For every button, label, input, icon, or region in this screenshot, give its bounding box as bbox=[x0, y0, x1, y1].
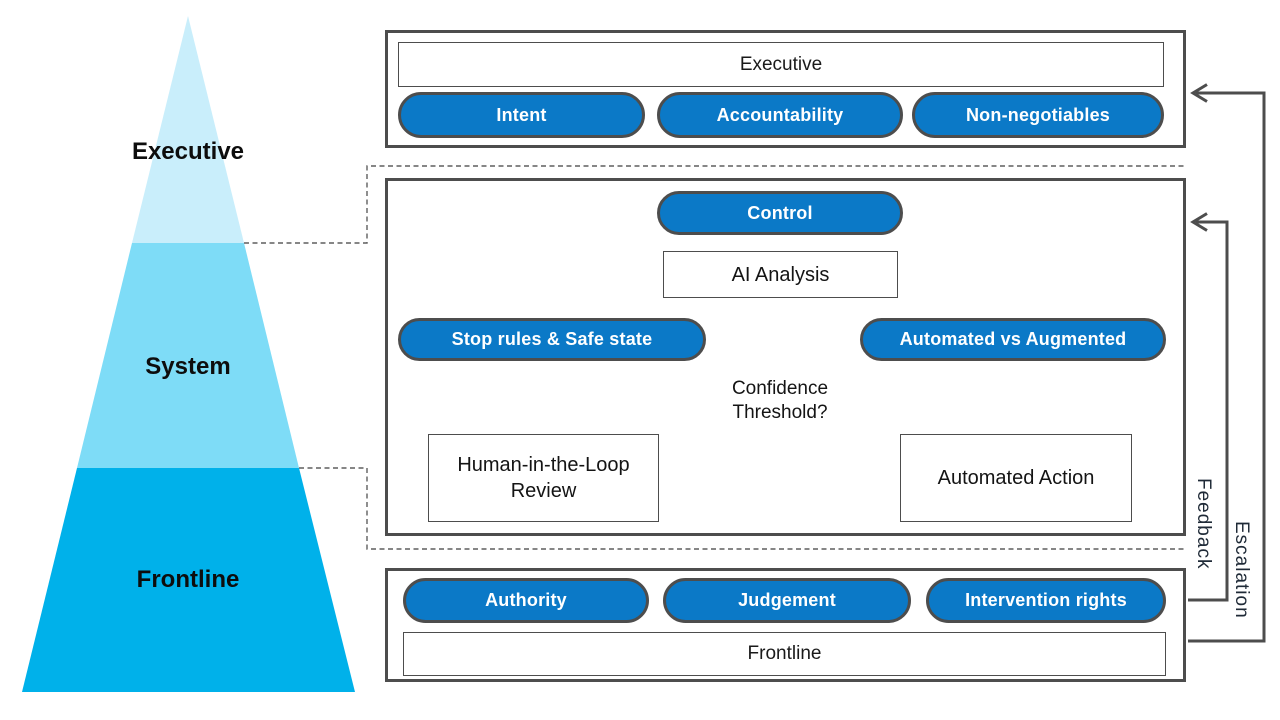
feedback-arrowhead bbox=[1190, 212, 1208, 232]
pill-intent: Intent bbox=[398, 92, 645, 138]
pyramid-label-frontline: Frontline bbox=[136, 566, 240, 593]
pill-automated-vs-augmented: Automated vs Augmented bbox=[860, 318, 1166, 361]
feedback-arrow-line bbox=[1188, 220, 1229, 602]
pill-intervention-rights: Intervention rights bbox=[926, 578, 1166, 623]
escalation-arrowhead bbox=[1190, 83, 1208, 103]
pyramid-frontline-band bbox=[22, 468, 355, 692]
frontline-title-rect: Frontline bbox=[403, 632, 1166, 676]
pill-authority: Authority bbox=[403, 578, 649, 623]
automated-action-box: Automated Action bbox=[900, 434, 1132, 522]
pill-non-negotiables: Non-negotiables bbox=[912, 92, 1164, 138]
confidence-threshold-line1: Confidence bbox=[731, 378, 829, 399]
human-review-line1: Human-in-the-Loop bbox=[457, 454, 630, 476]
escalation-arrow-line bbox=[1188, 91, 1266, 643]
pyramid-label-system: System bbox=[145, 353, 231, 380]
pyramid-executive-band bbox=[132, 16, 244, 243]
confidence-threshold-text: Confidence Threshold? bbox=[680, 377, 880, 425]
pill-control: Control bbox=[657, 191, 903, 235]
pill-stop-rules-safe-state: Stop rules & Safe state bbox=[398, 318, 706, 361]
dashed-link-bottom bbox=[299, 467, 1186, 550]
executive-title-rect: Executive bbox=[398, 42, 1164, 87]
pyramid-system-band bbox=[77, 243, 299, 468]
human-review-line2: Review bbox=[510, 480, 577, 502]
feedback-label: Feedback bbox=[1193, 478, 1214, 570]
pill-judgement: Judgement bbox=[663, 578, 911, 623]
human-in-the-loop-review-box: Human-in-the-Loop Review bbox=[428, 434, 659, 522]
confidence-threshold-line2: Threshold? bbox=[732, 401, 828, 423]
dashed-link-top bbox=[244, 165, 1186, 244]
ai-analysis-box: AI Analysis bbox=[663, 251, 898, 298]
pyramid-label-executive: Executive bbox=[131, 138, 245, 165]
pill-accountability: Accountability bbox=[657, 92, 903, 138]
escalation-label: Escalation bbox=[1231, 521, 1252, 619]
